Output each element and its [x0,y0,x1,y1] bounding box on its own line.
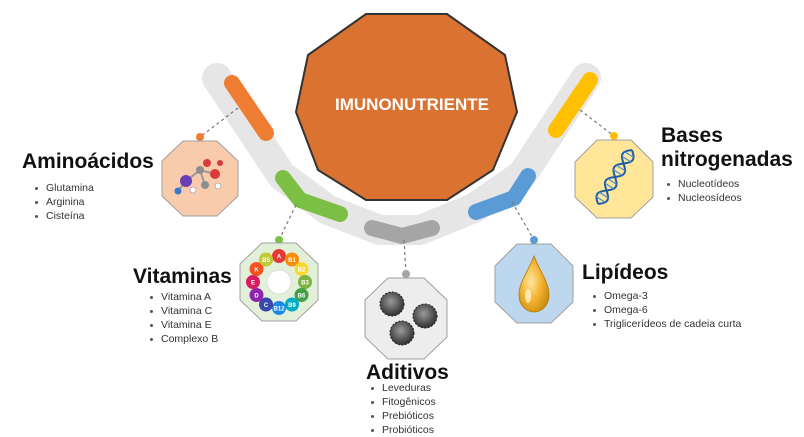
vitamin-wheel-center [266,269,292,295]
arm-segments [224,72,598,244]
vitamin-bubble-label: D [254,294,259,300]
list-item: Nucleotídeos [664,177,742,191]
vitamin-bubble-label: B9 [288,303,296,309]
vitamin-bubble-label: B2 [298,268,306,274]
vitamin-bubble [259,297,273,312]
aminoacidos-octagon [161,140,239,217]
vitaminas-title: Vitaminas [133,265,232,288]
bases-icon-group [574,132,654,219]
aminoacidos-icon-group [161,133,239,217]
vitamin-bubble [294,262,309,276]
dna-rung [604,182,615,190]
vitamin-bubble-label: B3 [301,281,309,287]
dna-rung [621,155,632,163]
vitamin-bubble [294,288,309,302]
molecule-icon [174,159,223,195]
segment-gray [364,220,440,244]
bases-title-line2: nitrogenadas [661,148,793,171]
aminoacidos-list: Glutamina Arginina Cisteína [32,181,94,223]
list-item: Complexo B [147,332,218,346]
vitamin-bubble-label: K [254,268,259,274]
lipideos-list: Omega-3 Omega-6 Triglicerídeos de cadeia… [590,289,741,331]
dna-rung [607,178,617,185]
segment-orange [224,75,274,141]
bases-title-line1: Bases [661,124,723,147]
center-title: IMUNONUTRIENTE [335,95,489,114]
segment-green [275,170,348,222]
list-item: Triglicerídeos de cadeia curta [590,317,741,331]
list-item: Leveduras [368,381,436,395]
aditivos-list: Leveduras Fitogênicos Prebióticos Probió… [368,381,436,437]
vitamin-bubble [246,275,260,289]
dna-rung [624,151,634,158]
vitamin-bubble-label: C [264,303,269,309]
vitamin-bubble [285,297,299,312]
list-item: Vitamina E [147,318,218,332]
vitamin-bubble [285,252,299,267]
bases-list: Nucleotídeos Nucleosídeos [664,177,742,205]
aminoacidos-title: Aminoácidos [22,150,154,173]
list-item: Probióticos [368,423,436,437]
vitamin-bubble-label: B12 [273,307,285,313]
dna-rung [615,164,626,172]
lipideos-title: Lipídeos [582,261,668,284]
yeast-icon [379,291,438,346]
vitamin-bubble [259,252,273,267]
dna-icon [595,149,635,205]
vitamin-bubble [272,301,286,315]
list-item: Fitogênicos [368,395,436,409]
aditivos-icon-group [364,270,448,360]
vitamin-bubble [249,288,264,302]
center-octagon: IMUNONUTRIENTE [294,13,519,201]
list-item: Arginina [32,195,94,209]
dna-rung [613,169,623,176]
segment-yellow [548,72,598,138]
vitamin-bubble-label: B5 [262,258,270,264]
dna-rung [598,191,609,199]
list-item: Omega-6 [590,303,741,317]
vitamin-bubble-label: B6 [298,294,306,300]
list-item: Prebióticos [368,409,436,423]
vitamin-bubble [298,275,312,289]
vitaminas-list: Vitamina A Vitamina C Vitamina E Complex… [147,290,218,346]
list-item: Omega-3 [590,289,741,303]
vitamin-bubble-label: A [277,255,282,261]
vitamin-bubble-label: B1 [288,258,296,264]
list-item: Cisteína [32,209,94,223]
list-item: Nucleosídeos [664,191,742,205]
list-item: Vitamina A [147,290,218,304]
connectors [199,107,615,275]
bases-octagon [574,139,654,219]
segment-blue [468,168,536,220]
vitamin-bubble-label: E [251,281,255,287]
list-item: Vitamina C [147,304,218,318]
list-item: Glutamina [32,181,94,195]
dna-rung [596,196,606,203]
vitamin-bubble [249,262,264,276]
aditivos-title: Aditivos [366,361,449,384]
vitamin-bubble [272,249,286,263]
lipideos-icon-group [494,236,574,324]
